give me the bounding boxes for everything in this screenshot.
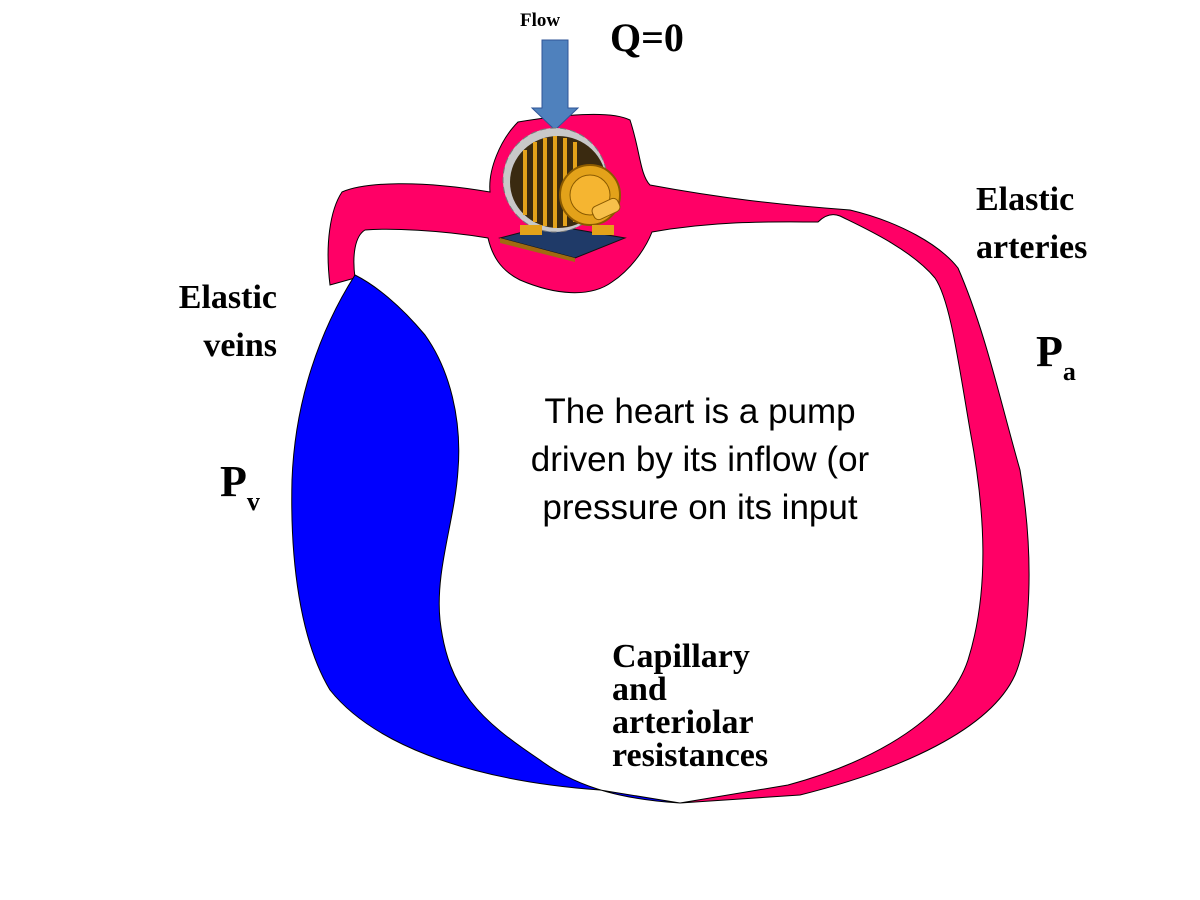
pa-main: P bbox=[1036, 327, 1063, 376]
capillary-line-3: arteriolar bbox=[612, 704, 754, 741]
arterial-vessel bbox=[327, 113, 1030, 804]
motor-icon bbox=[498, 127, 627, 262]
veins-line-2: veins bbox=[203, 327, 277, 364]
veins-line-1: Elastic bbox=[178, 279, 277, 316]
arterial-pressure-label: Pa bbox=[1036, 326, 1076, 386]
venous-pressure-label: Pv bbox=[220, 456, 260, 516]
q-label: Q=0 bbox=[610, 15, 684, 60]
capillary-resistance-label: Capillary and arteriolar resistances bbox=[612, 638, 769, 774]
heart-description: The heart is a pump driven by its inflow… bbox=[530, 392, 870, 527]
flow-label: Flow bbox=[520, 10, 561, 31]
venous-vessel bbox=[291, 274, 681, 804]
arteries-line-1: Elastic bbox=[976, 181, 1075, 218]
capillary-line-2: and bbox=[612, 671, 667, 708]
pv-main: P bbox=[220, 457, 247, 506]
capillary-line-4: resistances bbox=[612, 737, 769, 774]
arteries-line-2: arteries bbox=[976, 229, 1088, 266]
elastic-veins-label: Elastic veins bbox=[150, 274, 277, 370]
elastic-arteries-label: Elastic arteries bbox=[976, 176, 1087, 272]
down-arrow-icon bbox=[530, 39, 580, 131]
pv-subscript: v bbox=[246, 487, 260, 516]
capillary-line-1: Capillary bbox=[612, 638, 750, 675]
pa-subscript: a bbox=[1062, 357, 1076, 386]
